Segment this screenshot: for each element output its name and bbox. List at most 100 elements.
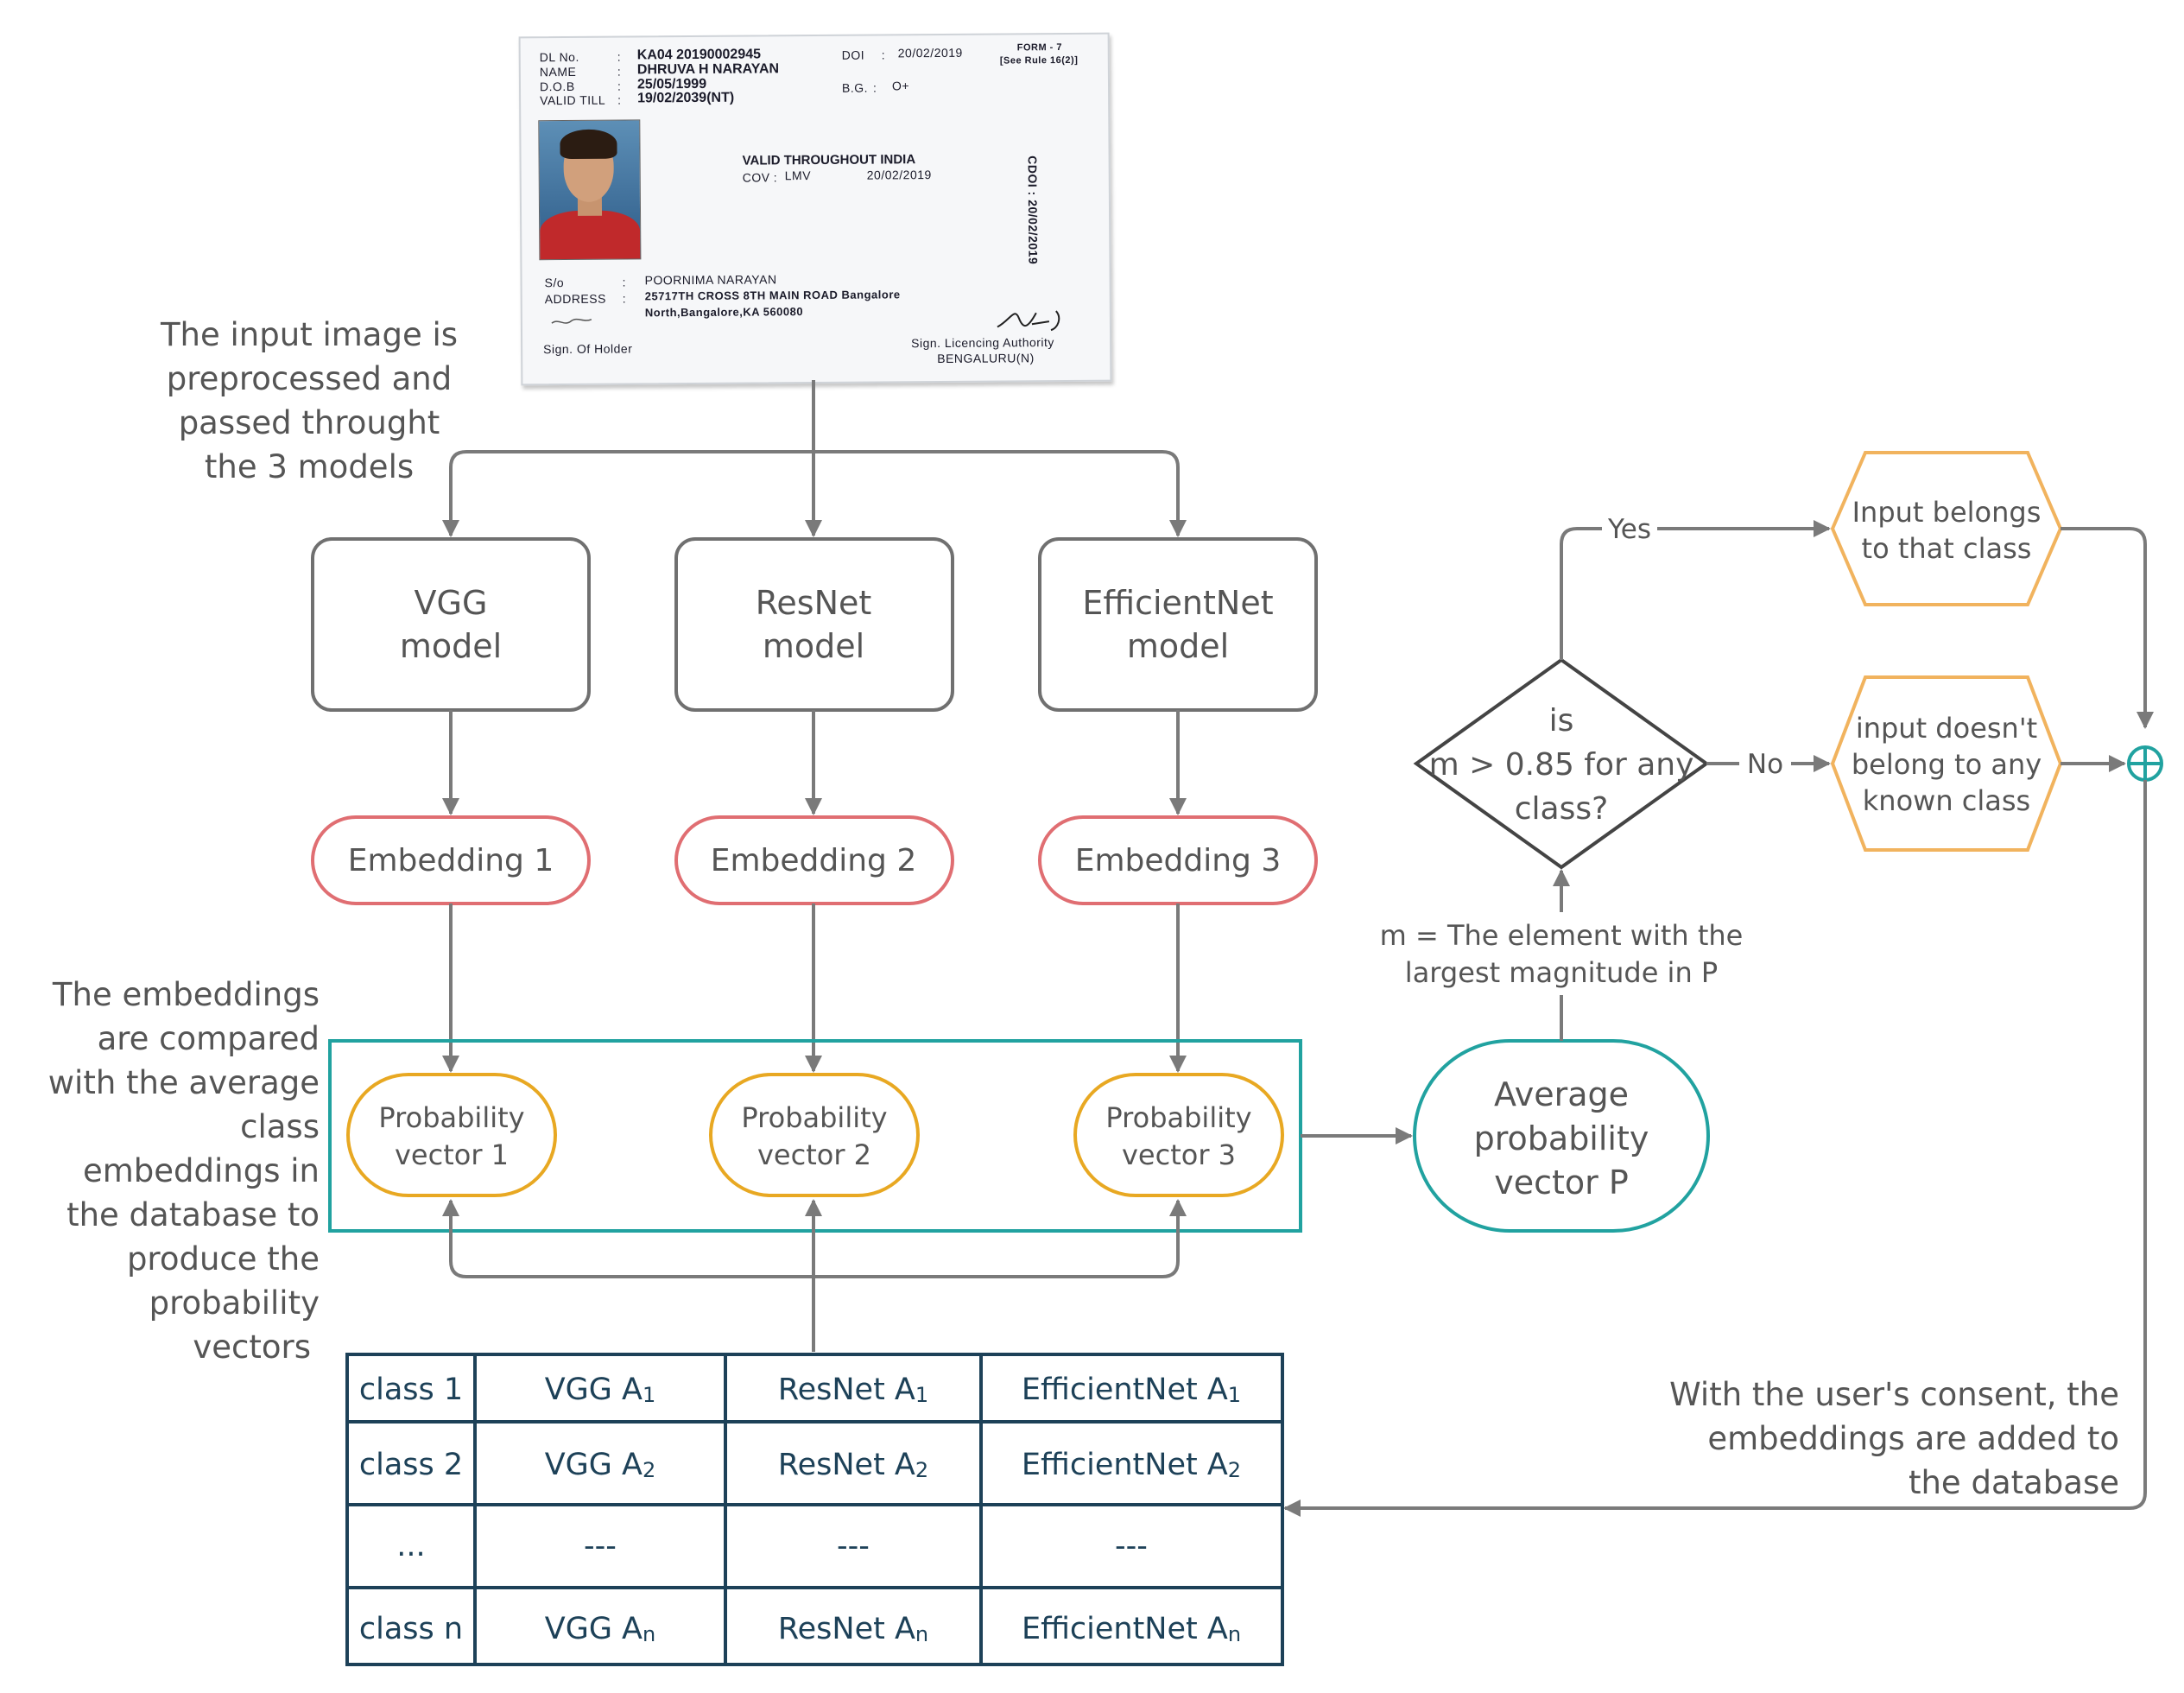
input-note-line2: preprocessed and: [167, 360, 452, 397]
m-definition-line1: m = The element with the: [1380, 919, 1744, 952]
embeddings-note-line7: produce the: [127, 1240, 320, 1278]
decision-line2: m > 0.85 for any: [1429, 747, 1694, 783]
table-efficientnet-cell: EfficientNet A1: [1022, 1373, 1241, 1407]
yes-label-bg: [1602, 511, 1657, 546]
table-resnet-cell: ResNet A1: [778, 1373, 928, 1407]
table-resnet-cell: ResNet A2: [778, 1448, 928, 1482]
decision-line1: is: [1549, 703, 1574, 739]
belongs-result-shape: [1830, 451, 2063, 606]
connector-database-prob1: [442, 1199, 813, 1278]
table-cell-text: EfficientNet A: [1022, 1612, 1228, 1646]
embeddings-note-line3: with the average: [48, 1064, 320, 1101]
table-cell-subscript: 1: [643, 1383, 655, 1407]
table-cell-subscript: 2: [915, 1458, 928, 1482]
connector-junction-database: [1283, 780, 2147, 1517]
m-definition-bg: [1382, 912, 1741, 995]
no-label: No: [1747, 749, 1783, 780]
table-cell-subscript: 2: [1228, 1458, 1241, 1482]
average-line1: Average: [1494, 1075, 1629, 1113]
prob-vector-3-line2: vector 3: [1122, 1138, 1236, 1171]
connector-belongs-merge: [2061, 527, 2154, 729]
table-resnet-cell: ResNet An: [778, 1612, 928, 1646]
embeddings-note-line8: probability: [149, 1284, 320, 1322]
unknown-line3: known class: [1863, 784, 2030, 817]
input-note-line1: The input image is: [160, 316, 458, 353]
embeddings-note-line9: vectors: [193, 1328, 311, 1366]
connector-to-efficientnet: [813, 450, 1187, 537]
prob-vector-2-line2: vector 2: [757, 1138, 871, 1171]
table-efficientnet-cell: ---: [1115, 1529, 1148, 1563]
table-class-label: ...: [396, 1529, 425, 1563]
table-cell-text: ---: [584, 1529, 617, 1563]
table-cell-subscript: 1: [1228, 1383, 1241, 1407]
unknown-line2: belong to any: [1852, 748, 2042, 781]
embeddings-note-line2: are compared: [98, 1020, 320, 1057]
embeddings-note-line5: embeddings in: [83, 1152, 320, 1189]
connector-yes: [1560, 520, 1831, 660]
vgg-model-line2: model: [400, 627, 502, 665]
no-label-bg: [1739, 746, 1791, 781]
table-cell-text: ---: [1115, 1529, 1148, 1563]
prob-vector-3-line1: Probability: [1105, 1101, 1251, 1134]
consent-note-line2: embeddings are added to: [1707, 1420, 2119, 1457]
embeddings-note-line6: the database to: [66, 1196, 320, 1233]
authority-signature: [997, 310, 1060, 332]
embeddings-note-line1: The embeddings: [52, 976, 320, 1013]
prob-vector-1-line2: vector 1: [395, 1138, 509, 1171]
table-vgg-cell: VGG An: [545, 1612, 655, 1646]
table-cell-text: ResNet A: [778, 1373, 915, 1407]
efficientnet-model-line2: model: [1127, 627, 1229, 665]
belongs-line2: to that class: [1862, 532, 2032, 565]
resnet-model-line1: ResNet: [756, 584, 872, 622]
table-efficientnet-cell: EfficientNet A2: [1022, 1448, 1241, 1482]
consent-note: With the user's consent, the embeddings …: [1669, 1376, 2119, 1501]
table-cell-text: ...: [396, 1529, 425, 1563]
table-cell-text: VGG A: [545, 1612, 643, 1646]
table-cell-text: VGG A: [545, 1373, 643, 1407]
input-note-line4: the 3 models: [205, 448, 414, 485]
resnet-model-line2: model: [763, 627, 864, 665]
table-cell-subscript: n: [915, 1622, 928, 1646]
embeddings-note: The embeddings are compared with the ave…: [48, 976, 320, 1366]
efficientnet-model-line1: EfficientNet: [1082, 584, 1273, 622]
prob-vector-1-line1: Probability: [378, 1101, 524, 1134]
embedding-3-label: Embedding 3: [1075, 843, 1282, 878]
m-definition-line2: largest magnitude in P: [1405, 956, 1718, 989]
table-cell-text: EfficientNet A: [1022, 1448, 1228, 1482]
efficientnet-model-box: [1038, 537, 1318, 712]
table-cell-text: EfficientNet A: [1022, 1373, 1228, 1407]
table-efficientnet-cell: EfficientNet An: [1022, 1612, 1241, 1646]
consent-note-line1: With the user's consent, the: [1669, 1376, 2119, 1413]
resnet-model-box: [674, 537, 954, 712]
vgg-model-box: [311, 537, 591, 712]
driving-licence-image: DL No. : KA04 20190002945 NAME : DHRUVA …: [518, 32, 1112, 386]
table-cell-text: class n: [359, 1612, 463, 1646]
vgg-model-line1: VGG: [415, 584, 488, 622]
table-resnet-cell: ---: [837, 1529, 870, 1563]
table-cell-text: VGG A: [545, 1448, 643, 1482]
average-line2: probability: [1474, 1119, 1649, 1157]
decision-line3: class?: [1515, 791, 1608, 827]
table-vgg-cell: ---: [584, 1529, 617, 1563]
table-cell-text: ResNet A: [778, 1448, 915, 1482]
input-note-line3: passed throught: [179, 404, 440, 441]
table-cell-text: ResNet A: [778, 1612, 915, 1646]
embedding-2-label: Embedding 2: [711, 843, 917, 878]
prob-vector-2-pill: [709, 1073, 920, 1197]
table-class-label: class n: [359, 1612, 463, 1646]
table-class-label: class 2: [359, 1448, 463, 1482]
belongs-line1: Input belongs: [1852, 496, 2042, 529]
embedding-1-label: Embedding 1: [348, 843, 554, 878]
table-vgg-cell: VGG A1: [545, 1373, 656, 1407]
holder-signature: [551, 318, 592, 324]
prob-vector-1-pill: [346, 1073, 557, 1197]
table-cell-text: ---: [837, 1529, 870, 1563]
table-cell-subscript: 2: [643, 1458, 655, 1482]
table-vgg-cell: VGG A2: [545, 1448, 656, 1482]
connector-to-vgg: [442, 450, 813, 537]
table-cell-subscript: n: [643, 1622, 655, 1646]
input-note: The input image is preprocessed and pass…: [160, 316, 458, 485]
